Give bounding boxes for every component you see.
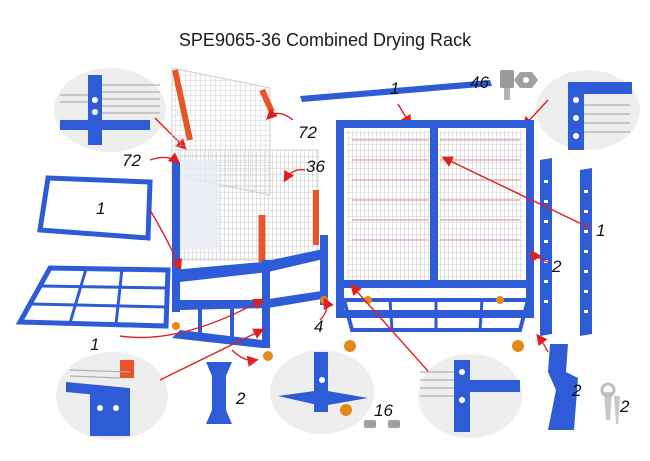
top-frame-part (37, 175, 153, 241)
label-frame: 1 (96, 199, 106, 218)
label-shelves-upper: 72 (298, 123, 317, 142)
label-base: 1 (90, 335, 100, 354)
post-joint-detail (418, 354, 522, 438)
hinge-detail-circle (54, 68, 166, 152)
corner-detail-circle (536, 70, 640, 150)
wrenches (600, 382, 620, 424)
label-shelves-stack: 36 (306, 157, 325, 176)
label-uprights: 2 (552, 257, 562, 276)
screws (364, 420, 400, 428)
label-foot-left: 2 (236, 389, 246, 408)
diagram-title: SPE9065-36 Combined Drying Rack (178, 30, 472, 50)
caster-corner-detail (56, 352, 168, 440)
label-top-bar: 1 (390, 79, 400, 98)
label-shelves-left: 72 (122, 151, 141, 170)
label-foot-right: 2 (572, 381, 582, 400)
label-wrenches: 2 (620, 397, 630, 416)
left-rack (171, 67, 328, 361)
label-bolts: 46 (470, 73, 489, 92)
left-rack-arrows (119, 108, 334, 339)
bolt-and-nut (500, 70, 538, 100)
caster-detail-circle (270, 350, 374, 434)
top-bar-part (300, 80, 492, 102)
right-rack (336, 120, 534, 352)
upright-posts (540, 158, 592, 336)
label-casters: 4 (314, 317, 324, 336)
label-side-post: 1 (596, 221, 606, 240)
foot-bracket-right (548, 344, 578, 430)
label-screws: 16 (374, 401, 393, 420)
base-grid-part (15, 265, 171, 329)
foot-bracket-left (206, 362, 232, 424)
